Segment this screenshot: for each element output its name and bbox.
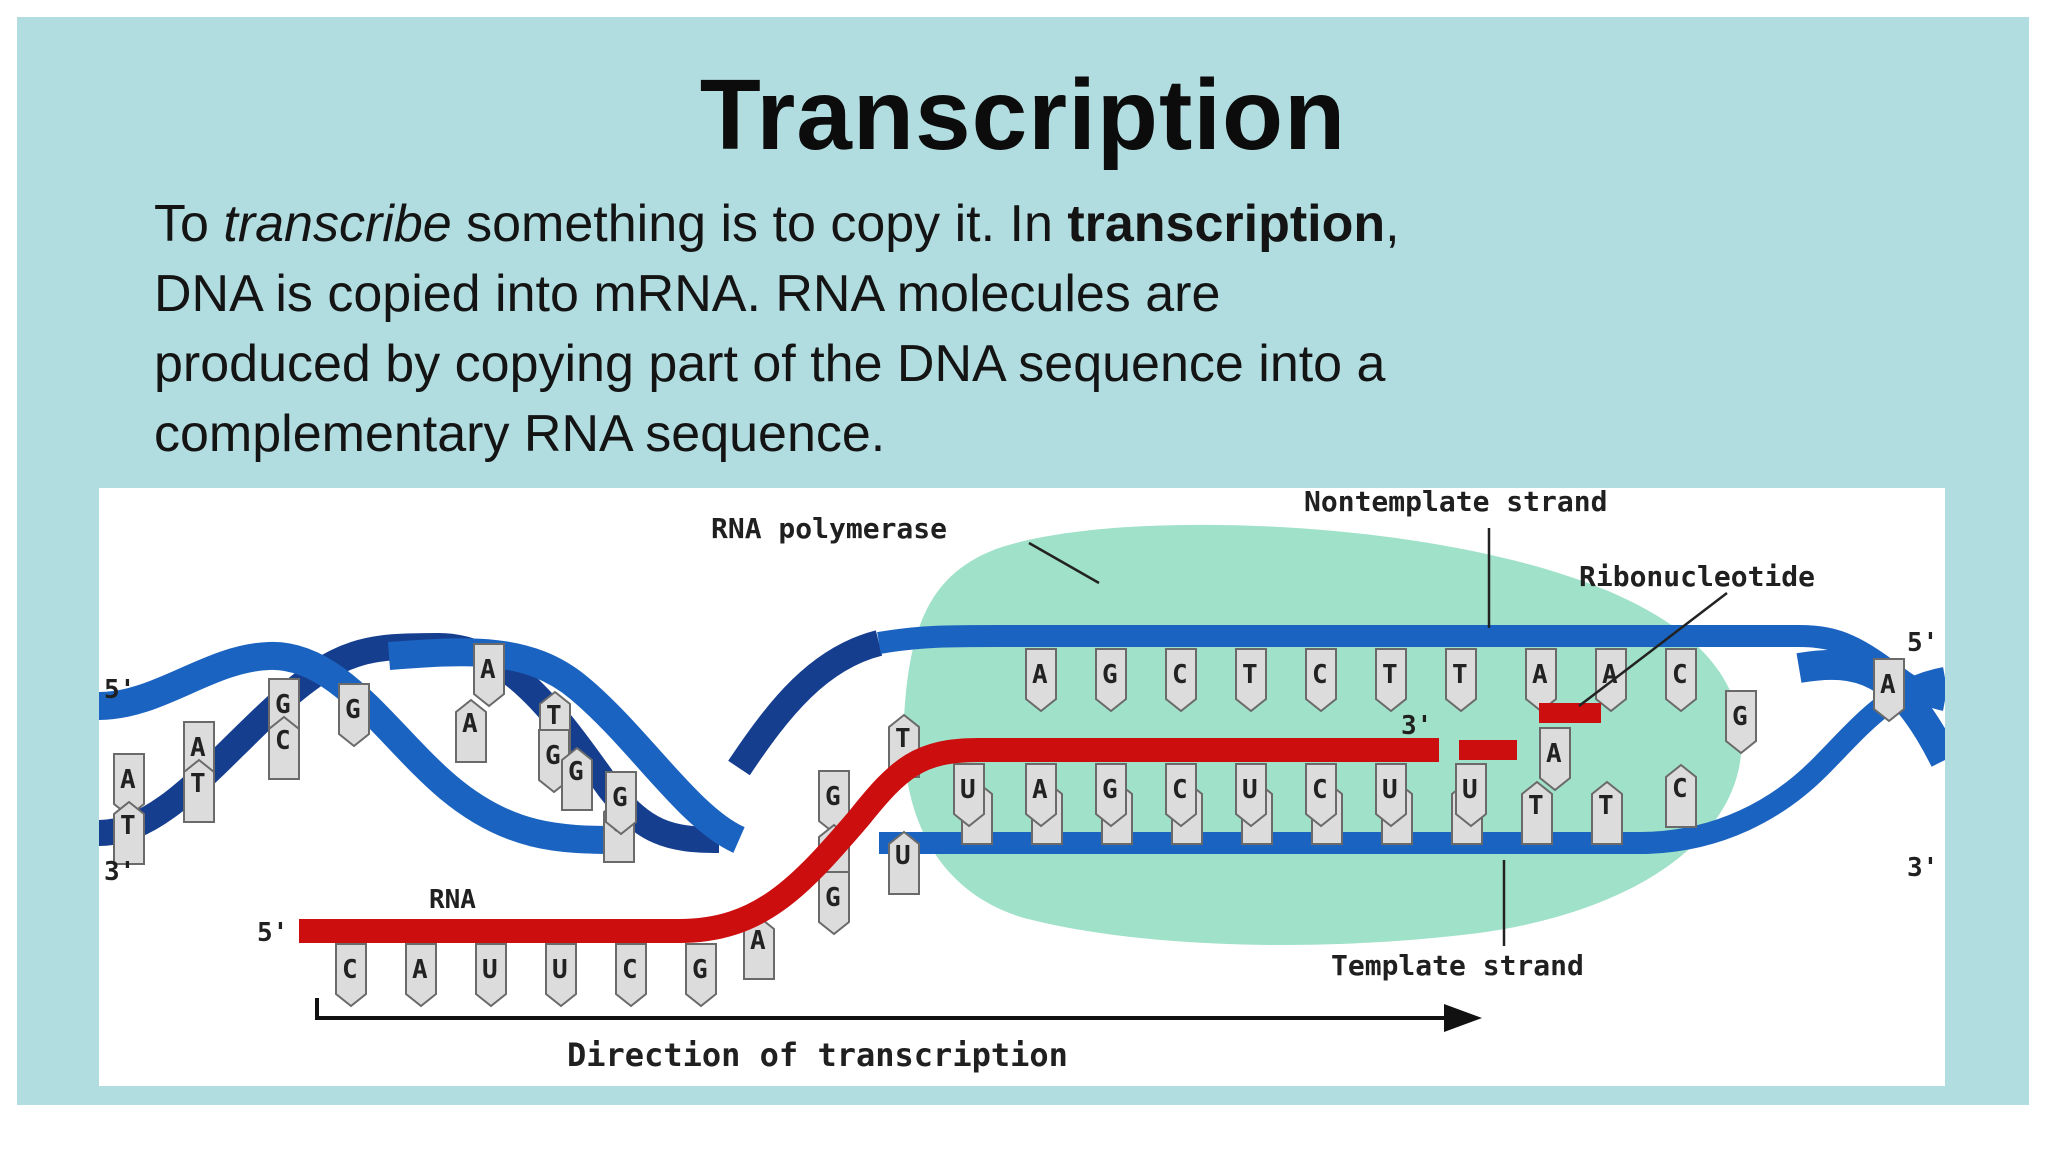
- paragraph-line-4: complementary RNA sequence.: [154, 399, 1974, 469]
- direction-arrow-head: [1444, 1004, 1482, 1032]
- base-nontemplate-letter: G: [1102, 660, 1118, 690]
- base-rna-bubble-letter: U: [1462, 775, 1478, 805]
- base-helix-left-letter: G: [275, 690, 291, 720]
- base-nontemplate-letter: A: [1032, 660, 1048, 690]
- paragraph-line-1: To transcribe something is to copy it. I…: [154, 189, 1974, 259]
- base-nontemplate-letter: T: [1452, 660, 1468, 690]
- base-rna-bubble-letter: C: [1172, 775, 1188, 805]
- base-helix-left-letter: G: [545, 741, 561, 771]
- slide-paragraph: To transcribe something is to copy it. I…: [154, 189, 1974, 469]
- base-helix-middle-letter: G: [825, 883, 841, 913]
- paragraph-line-2: DNA is copied into mRNA. RNA molecules a…: [154, 259, 1974, 329]
- label-template-strand: Template strand: [1331, 949, 1584, 982]
- base-rna-tail-letter: U: [552, 955, 568, 985]
- label-direction: Direction of transcription: [567, 1036, 1068, 1074]
- label-5prime-rna: 5': [257, 918, 288, 948]
- label-nontemplate-strand: Nontemplate strand: [1304, 488, 1607, 518]
- label-ribonucleotide: Ribonucleotide: [1579, 560, 1815, 593]
- label-3prime-right: 3': [1907, 853, 1938, 883]
- base-nontemplate-letter: C: [1312, 660, 1328, 690]
- base-template-letter: T: [1598, 791, 1614, 821]
- rna-incoming-nucleotide: [1459, 740, 1517, 760]
- label-3prime-rna: 3': [1401, 711, 1432, 741]
- base-helix-left-letter: T: [190, 769, 206, 799]
- base-helix-right-letter: A: [1880, 670, 1896, 700]
- base-rna-tail-letter: G: [692, 955, 708, 985]
- base-rna-bubble-letter: U: [960, 775, 976, 805]
- bold-transcription: transcription: [1067, 195, 1385, 253]
- base-helix-right-letter: C: [1672, 660, 1688, 690]
- label-rna: RNA: [429, 885, 476, 915]
- base-helix-left-letter: T: [120, 811, 136, 841]
- text-run: something is to copy it. In: [452, 195, 1068, 253]
- slide-title: Transcription: [17, 55, 2029, 175]
- base-helix-left-letter: C: [275, 726, 291, 756]
- helix-middle-strand: [739, 643, 879, 768]
- base-template-letter: T: [1528, 791, 1544, 821]
- diagram-canvas: AGCTCTTAAATCGAGAATTUAGCUCUUCAUUCGAATATGC…: [99, 488, 1945, 1086]
- base-helix-middle-letter: A: [750, 926, 766, 956]
- base-rna-tail-letter: C: [622, 955, 638, 985]
- label-3prime-left: 3': [104, 857, 135, 887]
- base-helix-middle-letter: T: [895, 724, 911, 754]
- base-rna-bubble-letter: C: [1312, 775, 1328, 805]
- base-helix-left-letter: G: [568, 757, 584, 787]
- base-nontemplate-letter: T: [1382, 660, 1398, 690]
- base-helix-right-letter: G: [1732, 702, 1748, 732]
- base-rna-tail-letter: C: [342, 955, 358, 985]
- ribonucleotide-marker: [1539, 703, 1601, 723]
- label-5prime-left: 5': [104, 675, 135, 705]
- paragraph-line-3: produced by copying part of the DNA sequ…: [154, 329, 1974, 399]
- label-rna-polymerase: RNA polymerase: [711, 512, 947, 545]
- emphasis-transcribe: transcribe: [223, 195, 451, 253]
- base-nontemplate-letter: T: [1242, 660, 1258, 690]
- base-rna-tail-letter: A: [412, 955, 428, 985]
- base-helix-left-letter: A: [462, 709, 478, 739]
- base-helix-left-letter: A: [120, 765, 136, 795]
- base-helix-middle-letter: U: [895, 841, 911, 871]
- base-helix-right-letter: C: [1672, 774, 1688, 804]
- base-helix-left-letter: T: [546, 701, 562, 731]
- text-run: ,: [1385, 195, 1399, 253]
- base-helix-middle-letter: G: [825, 782, 841, 812]
- text-run: To: [154, 195, 223, 253]
- label-5prime-right: 5': [1907, 628, 1938, 658]
- base-helix-left-letter: A: [190, 733, 206, 763]
- base-helix-left-letter: G: [612, 783, 628, 813]
- base-helix-left-letter: G: [345, 695, 361, 725]
- transcription-diagram: AGCTCTTAAATCGAGAATTUAGCUCUUCAUUCGAATATGC…: [99, 488, 1945, 1086]
- base-nontemplate-letter: A: [1532, 660, 1548, 690]
- base-rna-tail-letter: U: [482, 955, 498, 985]
- base-rna-bubble-letter: U: [1382, 775, 1398, 805]
- base-rna-bubble-letter: A: [1032, 775, 1048, 805]
- base-free-ribonucleotide-letter: A: [1546, 739, 1562, 769]
- base-rna-bubble-letter: U: [1242, 775, 1258, 805]
- base-helix-left-letter: A: [480, 655, 496, 685]
- base-rna-bubble-letter: G: [1102, 775, 1118, 805]
- slide: Transcription To transcribe something is…: [17, 17, 2029, 1105]
- base-nontemplate-letter: C: [1172, 660, 1188, 690]
